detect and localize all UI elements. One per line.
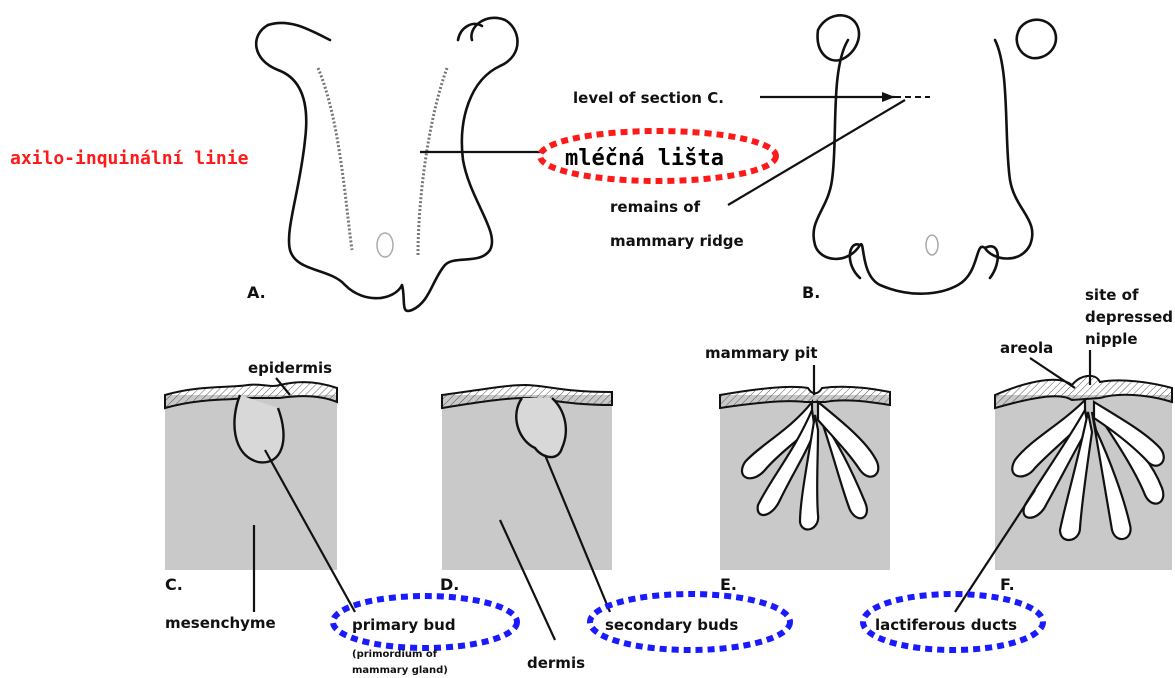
highlight-label: mléčná lišta <box>565 146 724 171</box>
panel-label-c: C. <box>165 575 183 594</box>
panel-label-f: F. <box>1000 575 1015 594</box>
depressed-label: depressed <box>1085 308 1173 326</box>
embryo-a-outline <box>256 18 517 311</box>
remains-label-1: remains of <box>610 198 701 216</box>
primordium-label-2: mammary gland) <box>352 665 448 676</box>
tissue-e <box>720 387 890 570</box>
embryo-b-outline <box>814 15 1056 293</box>
primordium-label-1: (primordium of <box>352 649 438 660</box>
side-label: axilo-inquinální linie <box>10 148 249 169</box>
secondary-buds-label: secondary buds <box>605 616 738 634</box>
areola-label: areola <box>1000 339 1053 357</box>
mammary-pit-label: mammary pit <box>705 344 818 362</box>
tissue-c <box>165 382 337 570</box>
pointer-line-remains <box>728 100 905 205</box>
epidermis-label: epidermis <box>248 359 332 377</box>
site-of-label: site of <box>1085 286 1139 304</box>
level-of-section-label: level of section C. <box>573 89 724 107</box>
panel-label-e: E. <box>720 575 737 594</box>
primary-bud-label: primary bud <box>352 616 456 634</box>
arrowhead-section <box>882 92 895 102</box>
lactiferous-ducts-label: lactiferous ducts <box>875 616 1017 634</box>
panel-label-a: A. <box>247 283 266 302</box>
tissue-d <box>442 385 612 570</box>
panel-label-d: D. <box>440 575 459 594</box>
remains-label-2: mammary ridge <box>610 232 744 250</box>
nipple-label: nipple <box>1085 330 1138 348</box>
dermis-label: dermis <box>527 654 585 672</box>
tissue-f <box>995 376 1172 570</box>
panel-label-b: B. <box>802 283 820 302</box>
mesenchyme-label: mesenchyme <box>165 614 276 632</box>
